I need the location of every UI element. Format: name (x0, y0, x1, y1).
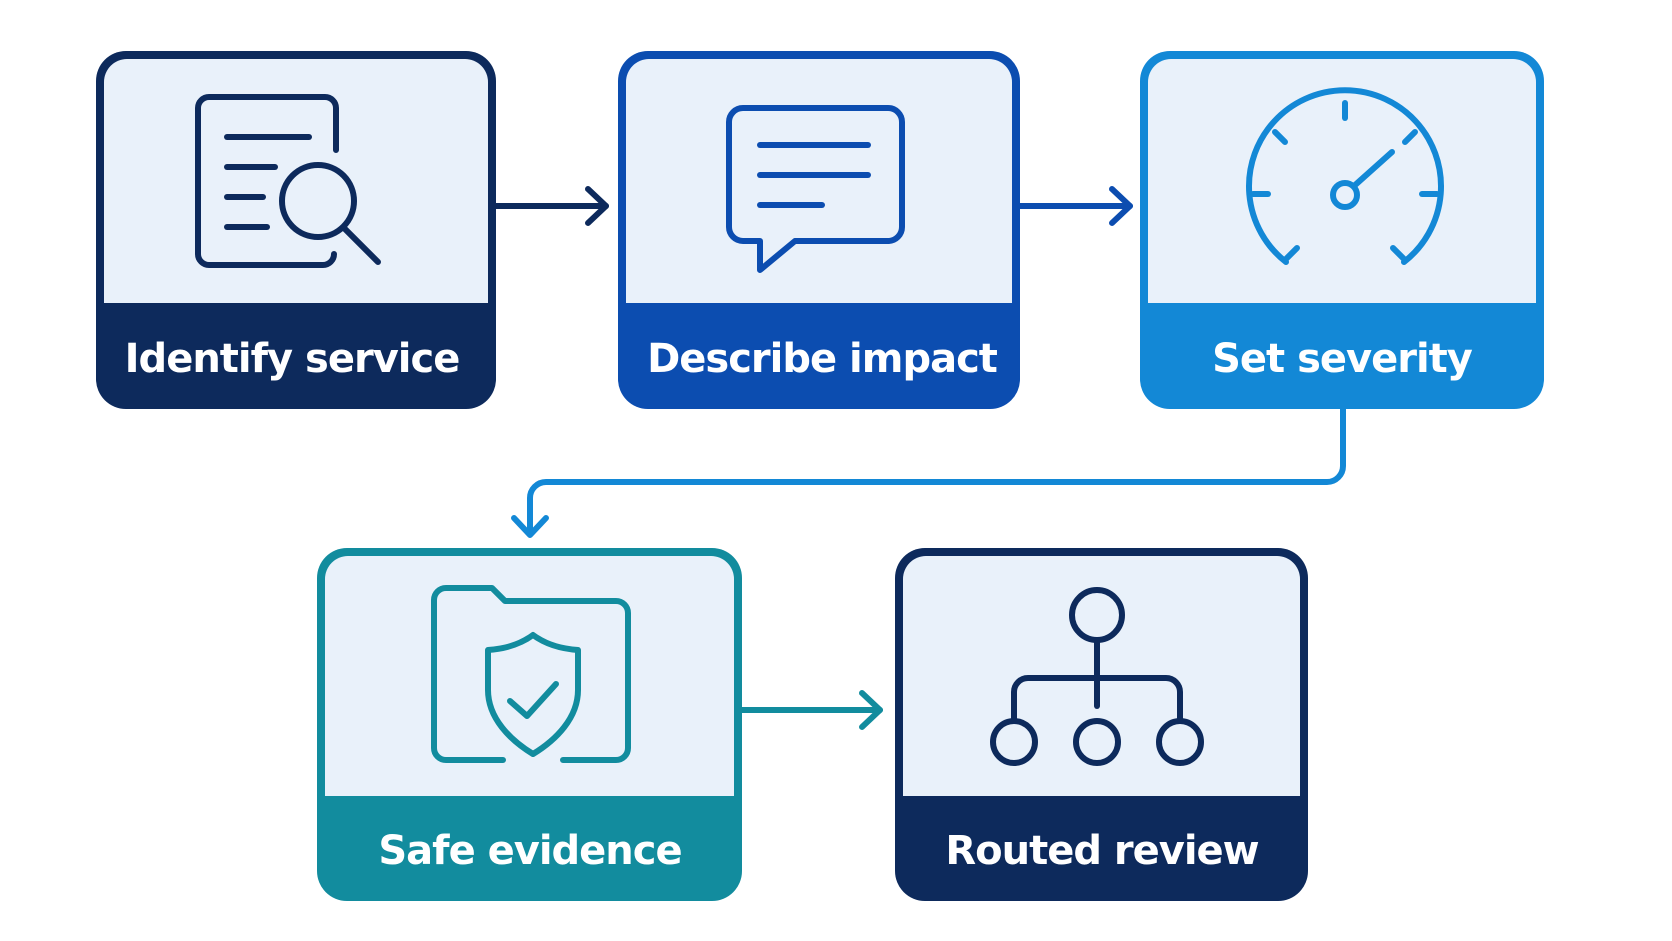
step-safe-evidence: Safe evidence (317, 548, 742, 901)
step-icon-panel (325, 556, 734, 796)
step-label-routed-review: Routed review (945, 828, 1258, 874)
step-label-describe-impact: Describe impact (647, 336, 998, 382)
connector-identify-to-describe (493, 186, 609, 226)
step-icon-panel (626, 59, 1012, 303)
connector-severity-to-evidence (511, 406, 1346, 538)
step-label-set-severity: Set severity (1212, 336, 1473, 382)
step-describe-impact: Describe impact (618, 51, 1020, 409)
step-identify-service: Identify service (96, 51, 496, 409)
step-set-severity: Set severity (1140, 51, 1544, 409)
folder-shield-icon (431, 585, 631, 763)
hierarchy-icon (990, 587, 1204, 766)
step-routed-review: Routed review (895, 548, 1308, 901)
connector-evidence-to-routed (739, 690, 883, 730)
step-label-safe-evidence: Safe evidence (378, 828, 681, 874)
gauge-icon (1246, 87, 1444, 265)
step-label-identify-service: Identify service (125, 336, 460, 382)
connector-describe-to-severity (1017, 186, 1133, 226)
chat-bubble-icon (726, 105, 905, 273)
document-search-icon (195, 94, 381, 268)
